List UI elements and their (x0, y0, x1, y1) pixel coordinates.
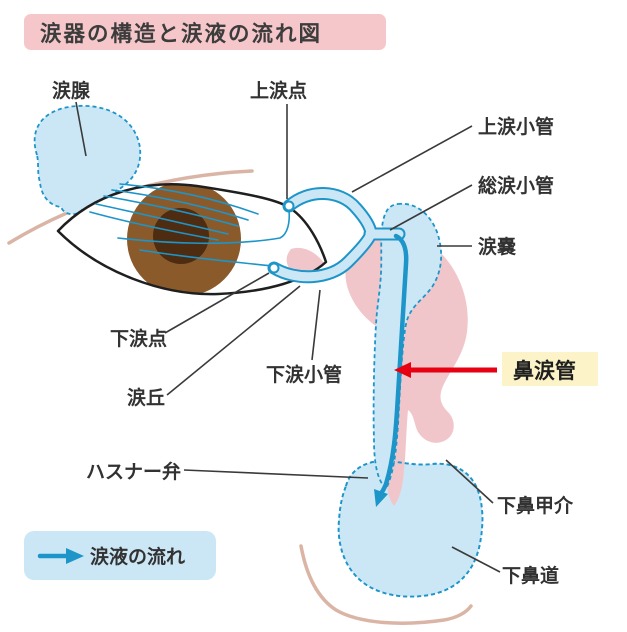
lower-canaliculus-connector-line (311, 289, 321, 361)
label-common-canaliculus: 総涙小管 (478, 174, 554, 197)
inferior-meatus-outline (337, 460, 484, 598)
label-upper-canaliculus: 上涙小管 (478, 115, 554, 138)
iris-group (127, 184, 241, 295)
label-lacrimal-gland: 涙腺 (52, 79, 91, 102)
common-canaliculus-connector-line (389, 184, 473, 231)
tear-flow-arrowhead-icon (374, 489, 388, 507)
tear-film-line-upper (117, 209, 291, 245)
label-upper-punctum: 上涙点 (250, 79, 307, 102)
legend-label: 涙液の流れ (90, 545, 185, 568)
page-title: 涙器の構造と涙液の流れ図 (40, 21, 322, 47)
label-inferior-concha: 下鼻甲介 (497, 494, 574, 517)
label-lower-punctum: 下涙点 (110, 327, 167, 350)
upper-punctum-dot (283, 200, 295, 212)
lower-punctum-dot (268, 262, 280, 274)
gland-duct-line (103, 195, 239, 227)
gland-duct-line (89, 211, 219, 241)
legend-arrowhead-icon (66, 548, 84, 564)
inferior-concha-connector-line (445, 459, 494, 504)
eye-outline (56, 183, 328, 296)
gland-duct-line (119, 183, 259, 215)
nose-contour-line (299, 544, 473, 625)
inferior-meatus-connector-line (451, 546, 501, 573)
gland-duct-line (111, 189, 249, 221)
hasner-valve-connector-line (183, 469, 369, 479)
label-hasner-valve: ハスナー弁 (86, 460, 181, 483)
caruncle-connector-line (166, 285, 301, 396)
label-nasolacrimal-duct: 鼻涙管 (513, 359, 576, 383)
lower-punctum-connector-line (164, 272, 270, 334)
label-inferior-meatus: 下鼻道 (502, 564, 559, 587)
pupil (153, 208, 209, 264)
inferior-meatus-region (337, 460, 484, 598)
gland-duct-line (95, 203, 229, 235)
lacrimal-sac-and-duct (372, 202, 443, 491)
tear-flow-arrow-line (378, 233, 409, 496)
title-banner (24, 14, 386, 50)
upper-canaliculus-connector-line (351, 125, 473, 193)
upper-canaliculus-lumen (284, 189, 376, 238)
legend-box (24, 531, 216, 580)
nasolacrimal-highlight-box (502, 352, 598, 386)
label-lower-canaliculus: 下涙小管 (266, 363, 342, 386)
lower-canaliculus-lumen (269, 231, 375, 282)
label-lacrimal-sac: 涙嚢 (478, 235, 517, 258)
caruncle-shape (286, 247, 324, 275)
tear-film-line-lower (139, 249, 273, 267)
label-caruncle: 涙丘 (127, 386, 165, 409)
red-pointer-arrowhead-icon (394, 362, 411, 378)
lacrimal-gland-connector-line (75, 101, 87, 157)
